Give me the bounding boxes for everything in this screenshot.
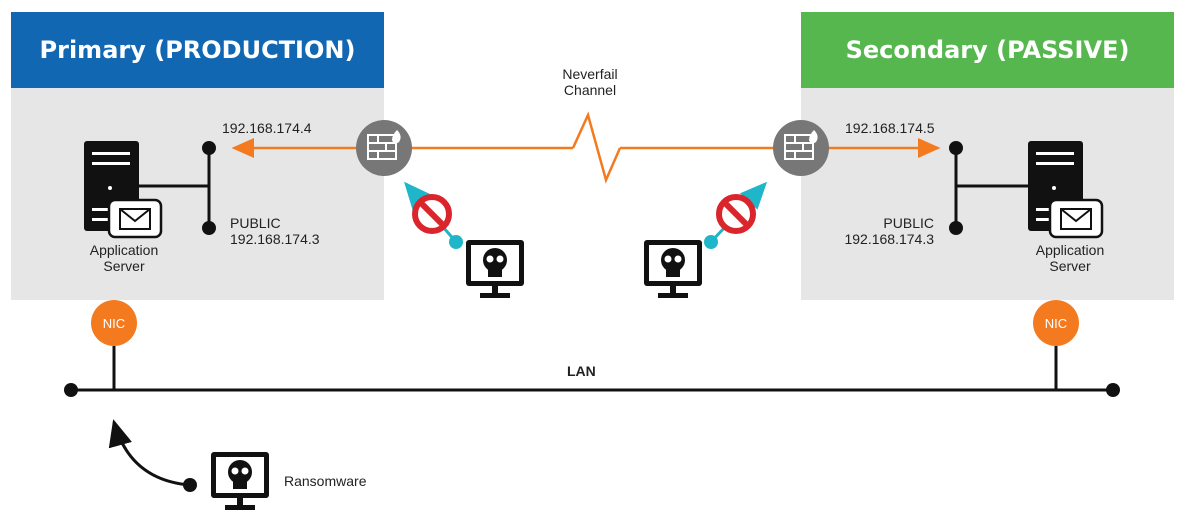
primary-blocked-icon <box>412 194 452 234</box>
primary-firewall-icon <box>356 120 412 176</box>
primary-public-label: PUBLIC <box>230 215 281 231</box>
primary-panel <box>11 88 384 300</box>
neverfail-channel-line <box>384 111 800 184</box>
ransomware-arrow <box>108 419 197 492</box>
attacker-1-skull-monitor-icon <box>466 240 524 298</box>
lan-line <box>64 346 1120 397</box>
channel-label-line2: Channel <box>563 82 617 98</box>
secondary-email-icon <box>1048 198 1104 239</box>
primary-public-ip: 192.168.174.3 <box>230 231 320 247</box>
primary-ip-top: 192.168.174.4 <box>222 120 312 136</box>
channel-label: Neverfail Channel <box>530 66 650 98</box>
secondary-server-label-line1: Application <box>1035 242 1105 258</box>
secondary-public-label: PUBLIC <box>883 215 934 231</box>
secondary-panel <box>801 88 1174 300</box>
channel-label-line1: Neverfail <box>562 66 618 82</box>
primary-server-label-line1: Application <box>89 242 159 258</box>
primary-server-label: Application Server <box>64 242 184 274</box>
primary-title: Primary (PRODUCTION) <box>39 36 356 64</box>
primary-bus <box>139 141 216 235</box>
lan-label: LAN <box>567 363 596 379</box>
secondary-ip-top: 192.168.174.5 <box>845 120 935 136</box>
secondary-public: PUBLIC 192.168.174.3 <box>830 215 934 247</box>
primary-server-label-line2: Server <box>103 258 145 274</box>
secondary-nic-label: NIC <box>1044 315 1068 331</box>
ransomware-skull-monitor-icon <box>211 452 269 510</box>
secondary-bus <box>949 141 1028 235</box>
secondary-nic: NIC <box>1033 300 1079 346</box>
primary-public: PUBLIC 192.168.174.3 <box>230 215 320 247</box>
primary-email-icon <box>107 198 163 239</box>
primary-nic-label: NIC <box>102 315 126 331</box>
secondary-public-ip: 192.168.174.3 <box>844 231 934 247</box>
secondary-server-label: Application Server <box>1010 242 1130 274</box>
secondary-header: Secondary (PASSIVE) <box>801 12 1174 88</box>
primary-nic: NIC <box>91 300 137 346</box>
secondary-server-label-line2: Server <box>1049 258 1091 274</box>
ransomware-label: Ransomware <box>284 473 367 489</box>
secondary-firewall-icon <box>773 120 829 176</box>
primary-header: Primary (PRODUCTION) <box>11 12 384 88</box>
secondary-title: Secondary (PASSIVE) <box>845 36 1130 64</box>
secondary-blocked-icon <box>716 194 756 234</box>
attacker-2-skull-monitor-icon <box>644 240 702 298</box>
